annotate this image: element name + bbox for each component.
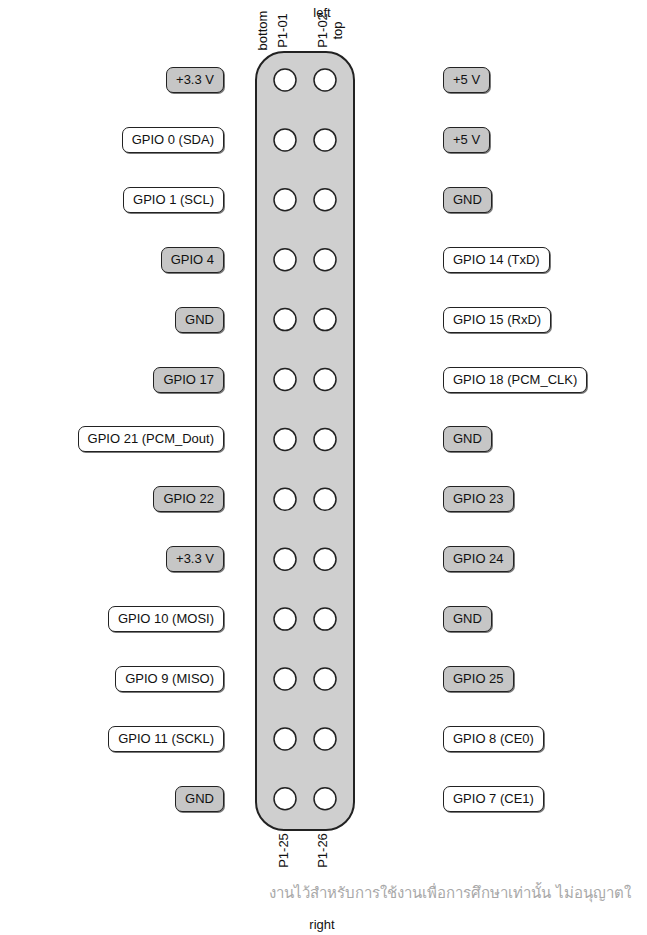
- pin-label-box: GPIO 24: [443, 546, 514, 572]
- pin-name: GPIO 11 (SCKL): [118, 731, 214, 746]
- pin-name: GPIO 9 (MISO): [125, 671, 214, 686]
- pin-hole: [274, 668, 296, 690]
- pin-name: GPIO 0 (SDA): [132, 132, 214, 147]
- pin-name: GPIO 24: [453, 551, 504, 566]
- pin-hole: [314, 129, 336, 151]
- pin-name: GPIO 4: [171, 252, 214, 267]
- pin-label-box: GPIO 18 (PCM_CLK): [443, 367, 587, 393]
- pin-name: +5 V: [453, 72, 480, 87]
- pin-label-box: +3.3 V: [166, 67, 224, 93]
- watermark: งานไว้สำหรับการใช้งานเพื่อการศึกษาเท่านั…: [269, 881, 630, 905]
- pin-label-box: GND: [175, 786, 224, 812]
- pin-name: GPIO 7 (CE1): [453, 791, 534, 806]
- pin-hole: [314, 69, 336, 91]
- pin-label-box: +3.3 V: [166, 546, 224, 572]
- pin-label-box: GND: [443, 426, 492, 452]
- pin-label-box: GPIO 9 (MISO): [115, 666, 224, 692]
- pin-label-box: GPIO 23: [443, 486, 514, 512]
- pin-name: GND: [453, 431, 482, 446]
- pin-name: GND: [453, 611, 482, 626]
- pin-label-box: GPIO 11 (SCKL): [108, 726, 224, 752]
- pin-label-box: GPIO 7 (CE1): [443, 786, 544, 812]
- pin-hole: [274, 369, 296, 391]
- pin-number: P1-02: [314, 13, 329, 48]
- pin-label-box: GPIO 21 (PCM_Dout): [78, 426, 224, 452]
- pin-label-box: GND: [443, 606, 492, 632]
- pin-name: GPIO 21 (PCM_Dout): [88, 431, 214, 446]
- pin-label-box: GPIO 1 (SCL): [123, 187, 224, 213]
- pin-hole: [314, 249, 336, 271]
- pin-label-box: GPIO 15 (RxD): [443, 307, 551, 333]
- pin-name: +3.3 V: [176, 72, 214, 87]
- pin-number: P1-26: [314, 833, 329, 868]
- pin-hole: [274, 428, 296, 450]
- pin-hole: [314, 369, 336, 391]
- pin-hole: [274, 728, 296, 750]
- pin-number: P1-25: [275, 833, 290, 868]
- pin-name: GPIO 23: [453, 491, 504, 506]
- pin-header: [256, 52, 354, 830]
- pin-label-box: +5 V: [443, 127, 490, 153]
- pin-name: GPIO 10 (MOSI): [118, 611, 214, 626]
- pin-hole: [274, 189, 296, 211]
- pin-hole: [274, 608, 296, 630]
- pin-name: GPIO 8 (CE0): [453, 731, 534, 746]
- pin-label-box: GPIO 14 (TxD): [443, 247, 550, 273]
- pin-name: +3.3 V: [176, 551, 214, 566]
- pin-label-box: GPIO 22: [153, 486, 224, 512]
- pin-hole: [314, 788, 336, 810]
- pin-name: GPIO 18 (PCM_CLK): [453, 372, 577, 387]
- pin-name: GND: [453, 192, 482, 207]
- pin-name: +5 V: [453, 132, 480, 147]
- pin-name: GPIO 15 (RxD): [453, 312, 541, 327]
- pin-label-box: GPIO 25: [443, 666, 514, 692]
- pin-name: GPIO 17: [163, 372, 214, 387]
- pin-number: bottom: [256, 10, 271, 50]
- pin-holes: [274, 69, 336, 810]
- side-label: right: [309, 917, 334, 932]
- pin-hole: [314, 309, 336, 331]
- pin-hole: [274, 249, 296, 271]
- pin-hole: [314, 548, 336, 570]
- pin-name: GPIO 25: [453, 671, 504, 686]
- pin-name: GPIO 1 (SCL): [133, 192, 214, 207]
- pin-name: GPIO 22: [163, 491, 214, 506]
- pin-hole: [274, 788, 296, 810]
- pin-label-box: GPIO 4: [161, 247, 224, 273]
- pin-label-box: GPIO 8 (CE0): [443, 726, 544, 752]
- pin-name: GND: [185, 312, 214, 327]
- pin-number: P1-01: [274, 13, 289, 48]
- pin-name: GPIO 14 (TxD): [453, 252, 540, 267]
- pin-hole: [314, 668, 336, 690]
- pin-number: top: [329, 21, 344, 39]
- pin-hole: [274, 488, 296, 510]
- pin-hole: [274, 69, 296, 91]
- pin-hole: [314, 608, 336, 630]
- pin-hole: [274, 548, 296, 570]
- pin-label-box: +5 V: [443, 67, 490, 93]
- pin-label-box: GPIO 17: [153, 367, 224, 393]
- pin-label-box: GND: [443, 187, 492, 213]
- pin-hole: [314, 728, 336, 750]
- pin-label-box: GPIO 10 (MOSI): [108, 606, 224, 632]
- pin-name: GND: [185, 791, 214, 806]
- pin-hole: [314, 428, 336, 450]
- pin-hole: [314, 189, 336, 211]
- pin-label-box: GND: [175, 307, 224, 333]
- pin-hole: [314, 488, 336, 510]
- pin-hole: [274, 129, 296, 151]
- pin-label-box: GPIO 0 (SDA): [122, 127, 224, 153]
- pin-hole: [274, 309, 296, 331]
